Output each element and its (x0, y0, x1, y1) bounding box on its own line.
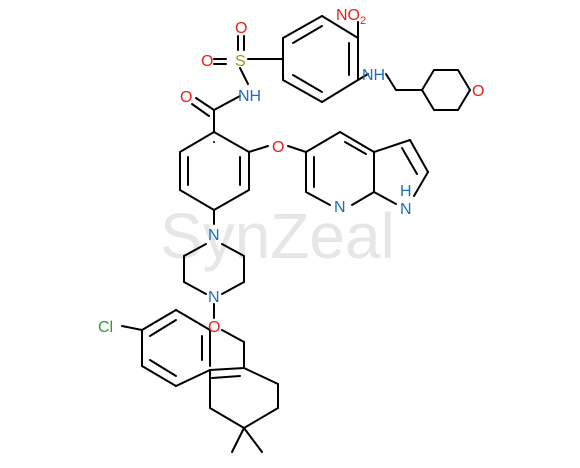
pyrrole-nitrogen-label: N (400, 201, 412, 218)
no2-label: NO2 (336, 7, 366, 27)
amine-nh-label: NH (362, 67, 385, 84)
sulfonyl-sulfur-label: S (235, 53, 246, 70)
sulfonyl-oxygen-top-label: O (235, 20, 247, 37)
sulfonyl-oxygen-left-label: O (201, 53, 213, 70)
sulfonamide-nh-label: NH (238, 88, 261, 105)
pyran-oxygen-label: O (472, 83, 484, 100)
chlorine-label: Cl (98, 319, 113, 336)
carbonyl-oxygen-label: O (180, 89, 192, 106)
watermark: SynZeal (160, 200, 395, 272)
pyrrole-h-label: H (400, 183, 412, 200)
ether-oxygen-label: O (272, 139, 284, 156)
n-oxide-oxygen-label: O (208, 319, 220, 336)
piperazine-bottom-nitrogen-label: N (208, 289, 220, 306)
pyridine-nitrogen-label: N (334, 199, 346, 216)
bond-lines (121, 15, 471, 453)
piperazine-top-nitrogen-label: N (208, 227, 220, 244)
